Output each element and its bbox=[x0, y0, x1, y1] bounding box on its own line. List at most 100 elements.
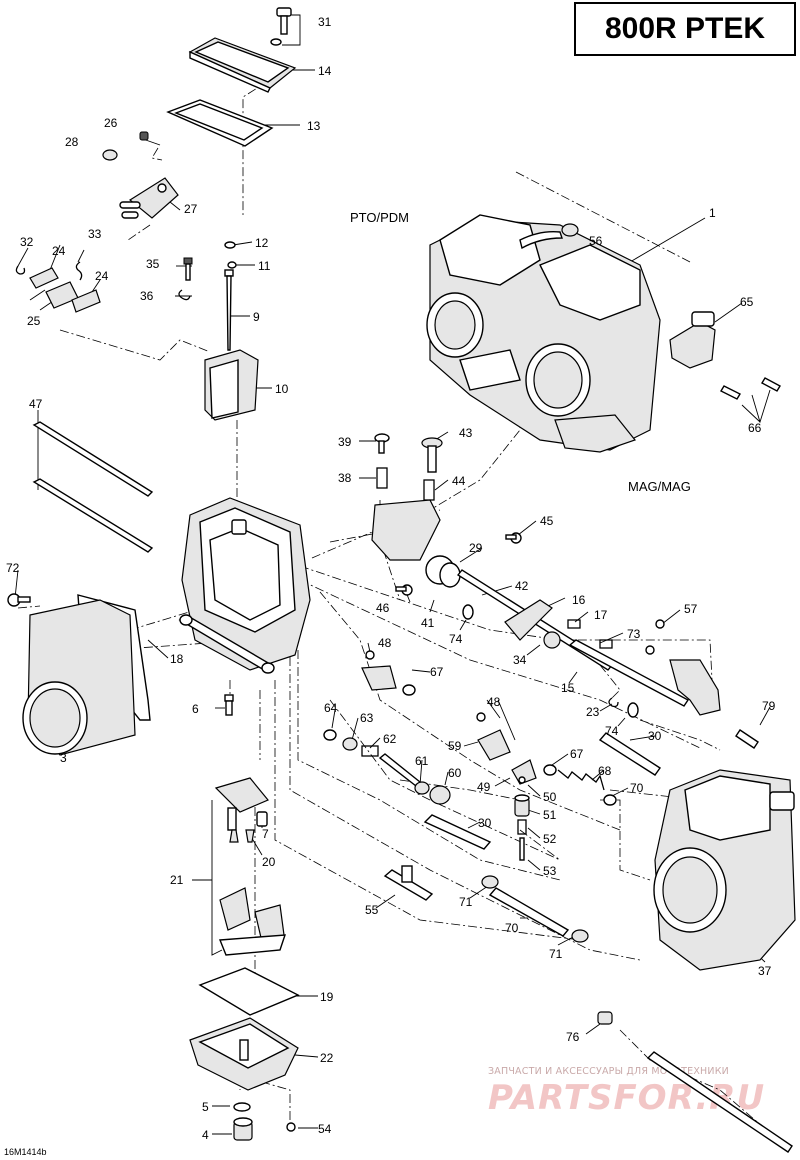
washer-74a bbox=[462, 604, 474, 620]
screw-39 bbox=[374, 433, 390, 454]
callout-7: 7 bbox=[262, 827, 269, 841]
spring-73 bbox=[599, 639, 613, 649]
callout-24a: 24 bbox=[52, 244, 66, 258]
callout-53: 53 bbox=[543, 864, 557, 878]
washer-74b bbox=[627, 702, 639, 718]
float-bowl-22 bbox=[189, 1017, 299, 1091]
callout-74a: 74 bbox=[449, 632, 463, 646]
callout-71b: 71 bbox=[549, 947, 563, 961]
screw-31 bbox=[270, 7, 292, 46]
pin-50 bbox=[518, 776, 526, 784]
jet-7 bbox=[256, 811, 268, 827]
lever-16 bbox=[504, 599, 553, 641]
plug-76 bbox=[597, 1011, 613, 1025]
diagram-code: 16M1414b bbox=[4, 1147, 47, 1157]
screw-48b bbox=[476, 712, 486, 722]
callout-6: 6 bbox=[192, 702, 199, 716]
callout-29: 29 bbox=[469, 541, 483, 555]
lever-27 bbox=[119, 177, 179, 219]
plug-4 bbox=[233, 1117, 253, 1141]
callout-45: 45 bbox=[540, 514, 554, 528]
callout-35: 35 bbox=[146, 257, 160, 271]
washer-64 bbox=[323, 729, 337, 741]
callout-14: 14 bbox=[318, 64, 332, 78]
callout-5: 5 bbox=[202, 1100, 209, 1114]
ring-67a bbox=[402, 684, 416, 696]
callout-67a: 67 bbox=[430, 665, 444, 679]
screws-66 bbox=[720, 377, 781, 400]
lever-49 bbox=[511, 759, 537, 785]
gasket-13 bbox=[166, 99, 274, 147]
slide-10 bbox=[204, 349, 259, 421]
callout-48a: 48 bbox=[378, 636, 392, 650]
callout-49: 49 bbox=[477, 780, 491, 794]
spring-68 bbox=[557, 769, 605, 791]
spring-17 bbox=[567, 619, 581, 629]
carb-assembly-37 bbox=[653, 769, 796, 971]
callout-1: 1 bbox=[709, 206, 716, 220]
callout-52: 52 bbox=[543, 832, 557, 846]
screw-79 bbox=[735, 729, 759, 749]
plate-24b bbox=[71, 289, 101, 313]
cover-14 bbox=[188, 37, 297, 93]
callout-65: 65 bbox=[740, 295, 754, 309]
callout-50: 50 bbox=[543, 790, 557, 804]
callout-17: 17 bbox=[594, 608, 608, 622]
jet-20 bbox=[245, 829, 255, 843]
callout-30a: 30 bbox=[478, 816, 492, 830]
callout-36: 36 bbox=[140, 289, 154, 303]
callout-47: 47 bbox=[29, 397, 43, 411]
callout-55: 55 bbox=[365, 903, 379, 917]
callout-34: 34 bbox=[513, 653, 527, 667]
callout-79: 79 bbox=[762, 699, 776, 713]
callout-42: 42 bbox=[515, 579, 529, 593]
callout-74b: 74 bbox=[605, 724, 619, 738]
callout-10: 10 bbox=[275, 382, 289, 396]
screw-72 bbox=[7, 593, 31, 607]
callout-51: 51 bbox=[543, 808, 557, 822]
model-title: 800R PTEK bbox=[574, 2, 796, 56]
tube-30b bbox=[598, 732, 661, 776]
bracket bbox=[371, 499, 441, 561]
clip-36 bbox=[178, 289, 191, 301]
tube-70 bbox=[488, 887, 570, 937]
screw-35 bbox=[183, 257, 193, 281]
rods-47 bbox=[32, 421, 154, 553]
callout-11: 11 bbox=[258, 259, 271, 273]
callout-67b: 67 bbox=[570, 747, 584, 761]
callout-13: 13 bbox=[307, 119, 321, 133]
needle-9 bbox=[224, 269, 234, 351]
tube-30a bbox=[423, 814, 492, 850]
callout-numbers: 31 14 13 26 28 27 1 56 65 66 12 11 35 36… bbox=[6, 15, 776, 1142]
jet-6 bbox=[224, 694, 234, 716]
clip-23 bbox=[608, 697, 619, 708]
adjuster-43 bbox=[421, 437, 443, 473]
callout-12: 12 bbox=[255, 236, 269, 250]
plate-24a bbox=[29, 267, 59, 289]
callout-48b: 48 bbox=[487, 695, 501, 709]
callout-62: 62 bbox=[383, 732, 397, 746]
callout-23: 23 bbox=[586, 705, 600, 719]
callout-70: 70 bbox=[505, 921, 519, 935]
callout-15: 15 bbox=[561, 681, 575, 695]
oring-5 bbox=[233, 1102, 251, 1112]
mag-label: MAG/MAG bbox=[628, 479, 691, 494]
clip-12 bbox=[224, 241, 236, 249]
ring-67b bbox=[543, 764, 557, 776]
callout-18: 18 bbox=[170, 652, 184, 666]
link-bracket bbox=[669, 659, 721, 716]
spring-62 bbox=[361, 745, 379, 757]
valve-51 bbox=[514, 794, 530, 817]
screw-45 bbox=[505, 532, 522, 544]
callout-9: 9 bbox=[253, 310, 260, 324]
pto-label: PTO/PDM bbox=[350, 210, 409, 225]
callout-72: 72 bbox=[6, 561, 20, 575]
clamp-71a bbox=[481, 875, 499, 889]
spring-38 bbox=[376, 467, 388, 489]
callout-26: 26 bbox=[104, 116, 118, 130]
callout-20: 20 bbox=[262, 855, 276, 869]
intake-3 bbox=[22, 599, 136, 756]
callout-71a: 71 bbox=[459, 895, 473, 909]
clamp-71b bbox=[571, 929, 589, 943]
